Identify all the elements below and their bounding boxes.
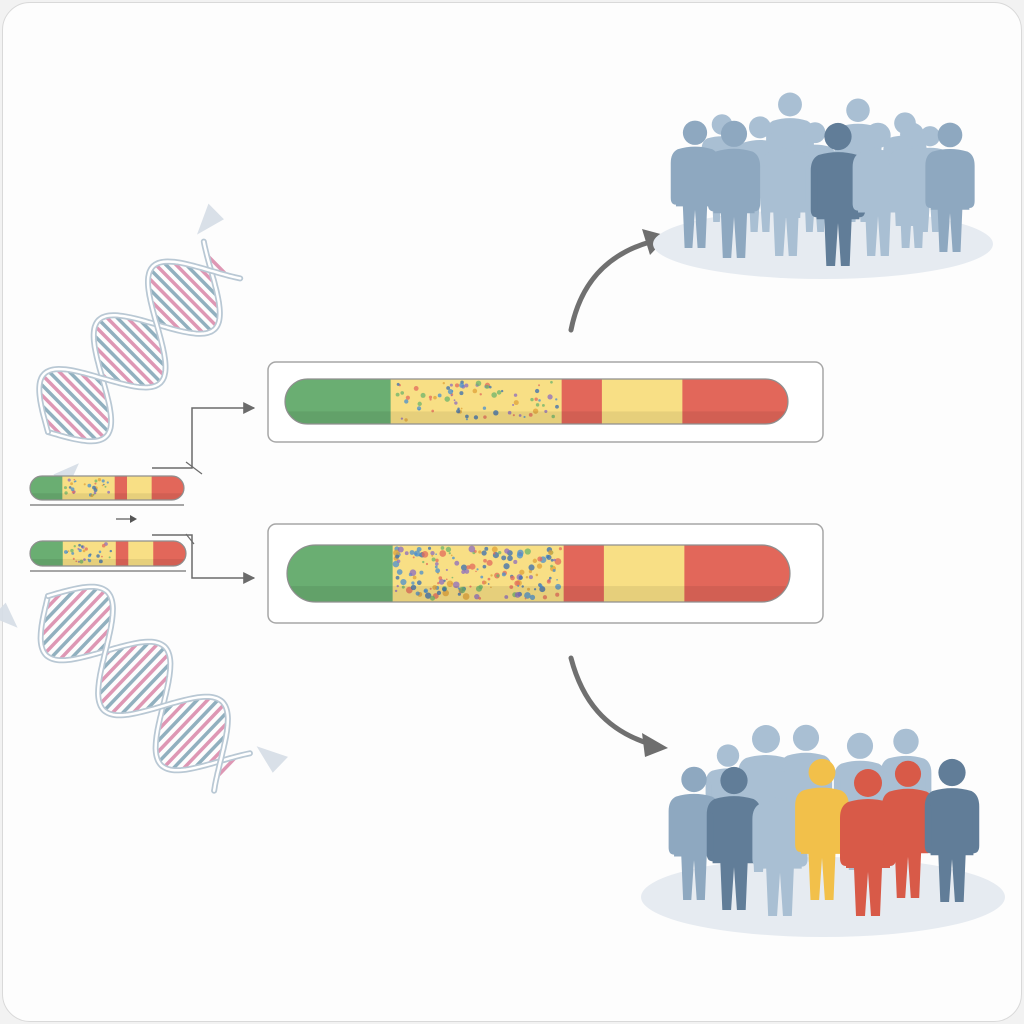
population-group-bottom [668,724,980,916]
chromosome-band-green [285,379,392,424]
connector-arrow-bottom [152,534,256,584]
chromosome-band-red [682,379,788,424]
chromosome-band-red [153,541,186,566]
mutation-dots [63,477,111,498]
large-chromosome-top [284,378,789,425]
chromosome-band-red [115,541,129,566]
chromosome-band-yellow [127,476,153,500]
chromosome-band-green [287,545,394,602]
chromosome-band-yellow [601,379,683,424]
person-icon-top-3 [760,122,812,256]
person-icon-bottom-affected-6 [881,760,935,898]
chromosome-band-red [151,476,184,500]
small-chromosome-bottom [29,540,187,567]
chromosome-band-red [114,476,128,500]
chromosome-band-red [684,545,790,602]
pairing-mark-icon [116,515,137,523]
person-icon-top-7 [925,122,975,252]
population-group-top [670,92,975,266]
chromosome-band-green [30,541,64,566]
chromosome-band-yellow [128,541,154,566]
dna-helix-icon-bottom [0,583,288,794]
chromosome-band-yellow [603,545,685,602]
connector-arrow-top [152,402,256,469]
person-icon-bottom-7 [924,758,980,902]
chromosome-band-red [561,379,603,424]
chromosome-band-green [30,476,63,500]
mutation-dots [64,542,113,564]
connector-tick-top [185,461,203,475]
small-chromosome-top [29,475,185,501]
chromosome-band-red [563,545,605,602]
connector-tick-bottom [185,533,195,545]
large-chromosome-bottom [286,544,791,603]
curved-arrow-down [568,655,668,757]
dna-helix-icon-top [36,203,244,489]
mutation-dots [392,545,562,601]
mutation-dots [395,380,559,422]
person-icon-top-2 [707,120,761,258]
